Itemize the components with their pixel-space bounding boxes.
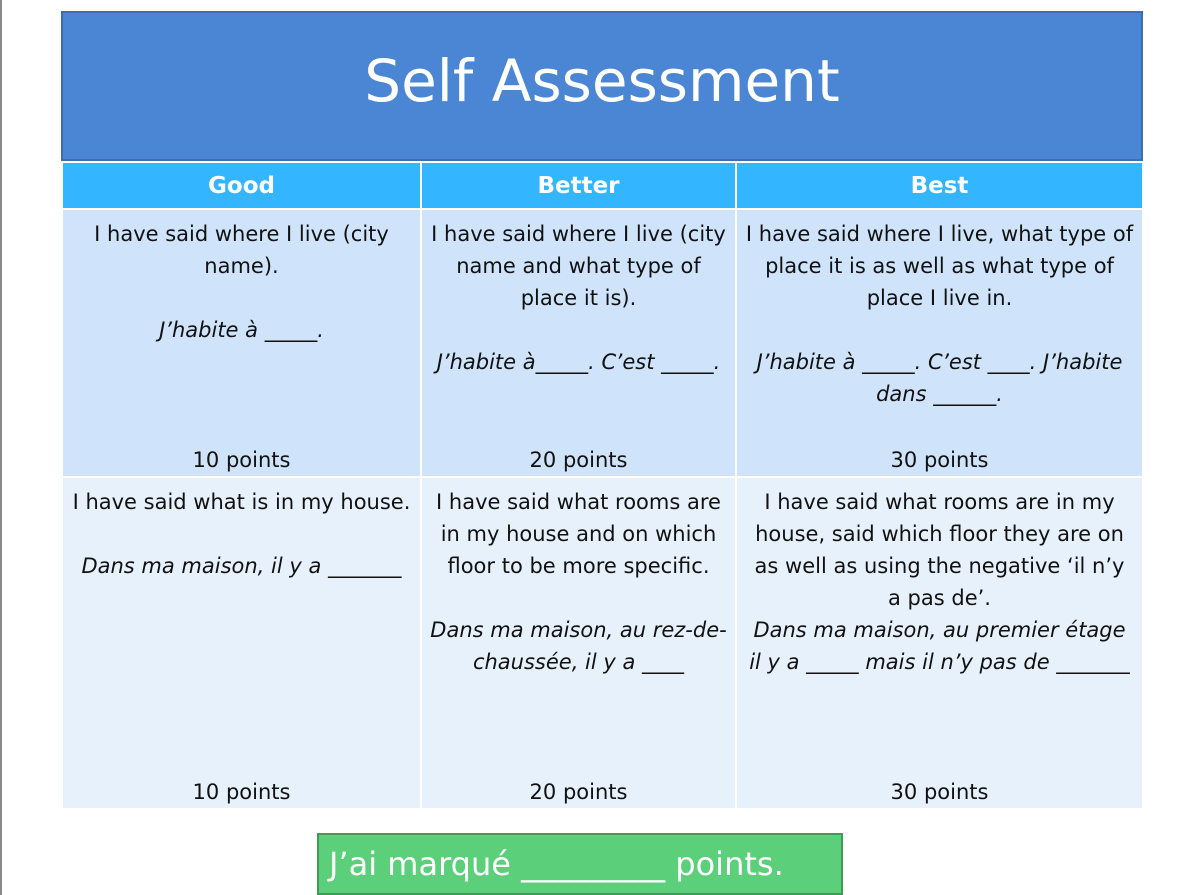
- table-cell: I have said what rooms are in my house a…: [420, 476, 737, 810]
- cell-points: 10 points: [192, 780, 291, 804]
- cell-description: I have said what rooms are in my house a…: [436, 490, 721, 578]
- column-header-good: Good: [61, 161, 422, 210]
- rubric-table: Good Better Best I have said where I liv…: [61, 161, 1144, 810]
- cell-example: Dans ma maison, au premier étage il y a …: [749, 618, 1130, 674]
- cell-description: I have said what rooms are in my house, …: [754, 490, 1125, 610]
- cell-points: 10 points: [192, 448, 291, 472]
- page-title: Self Assessment: [364, 47, 840, 115]
- table-cell: I have said where I live, what type of p…: [735, 208, 1144, 478]
- slide-left-edge: [0, 0, 2, 895]
- cell-example: Dans ma maison, au rez-de-chaussée, il y…: [430, 618, 727, 674]
- cell-points: 20 points: [529, 780, 628, 804]
- cell-description: I have said what is in my house.: [72, 490, 411, 514]
- column-header-best: Best: [735, 161, 1144, 210]
- cell-description: I have said where I live, what type of p…: [745, 222, 1134, 310]
- cell-description: I have said where I live (city name and …: [431, 222, 726, 310]
- cell-points: 20 points: [529, 448, 628, 472]
- cell-description: I have said where I live (city name).: [94, 222, 389, 278]
- cell-example: Dans ma maison, il y a _______: [81, 554, 402, 578]
- header-row: Good Better Best: [61, 161, 1144, 210]
- table-cell: I have said where I live (city name). J’…: [61, 208, 422, 478]
- cell-points: 30 points: [890, 448, 989, 472]
- column-header-better: Better: [420, 161, 737, 210]
- cell-example: J’habite à _____. C’est ____. J’habite d…: [756, 350, 1123, 406]
- cell-points: 30 points: [890, 780, 989, 804]
- table-cell: I have said where I live (city name and …: [420, 208, 737, 478]
- table-cell: I have said what rooms are in my house, …: [735, 476, 1144, 810]
- cell-example: J’habite à _____.: [159, 318, 324, 342]
- table-row: I have said what is in my house. Dans ma…: [61, 476, 1144, 810]
- score-text: J’ai marqué _________ points.: [329, 845, 784, 883]
- title-banner: Self Assessment: [61, 11, 1143, 161]
- table-cell: I have said what is in my house. Dans ma…: [61, 476, 422, 810]
- score-box: J’ai marqué _________ points.: [317, 833, 843, 895]
- table-row: I have said where I live (city name). J’…: [61, 208, 1144, 478]
- cell-example: J’habite à_____. C’est _____.: [436, 350, 721, 374]
